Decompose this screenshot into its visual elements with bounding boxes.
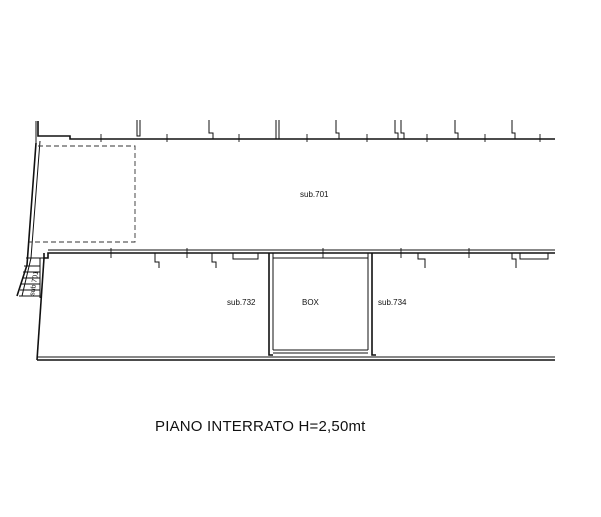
label-box: BOX [302,298,320,307]
label-sub-732: sub.732 [227,298,256,307]
box-left-wall [268,253,273,356]
lower-wall-pillars [154,253,549,268]
dashed-zone [29,145,136,243]
corridor-sub-701: sub.701 [16,120,555,297]
top-wall-ticks [100,134,541,142]
box-front [273,349,368,354]
stair-access: sub.701 [19,257,44,298]
top-wall-pillars [136,120,516,139]
box-right-wall [371,253,376,356]
lower-wall-ticks [110,248,470,258]
corridor-top-wall [37,121,555,140]
label-sub-734: sub.734 [378,298,407,307]
lower-left-wall [36,257,45,361]
corridor-left-wall [16,142,37,297]
corridor-bottom-wall [43,252,555,259]
stair-label: sub.701 [29,270,40,296]
label-sub-701: sub.701 [300,190,329,199]
lower-units: sub.732 BOX sub.734 [36,248,555,361]
plan-caption: PIANO INTERRATO H=2,50mt [155,418,366,435]
